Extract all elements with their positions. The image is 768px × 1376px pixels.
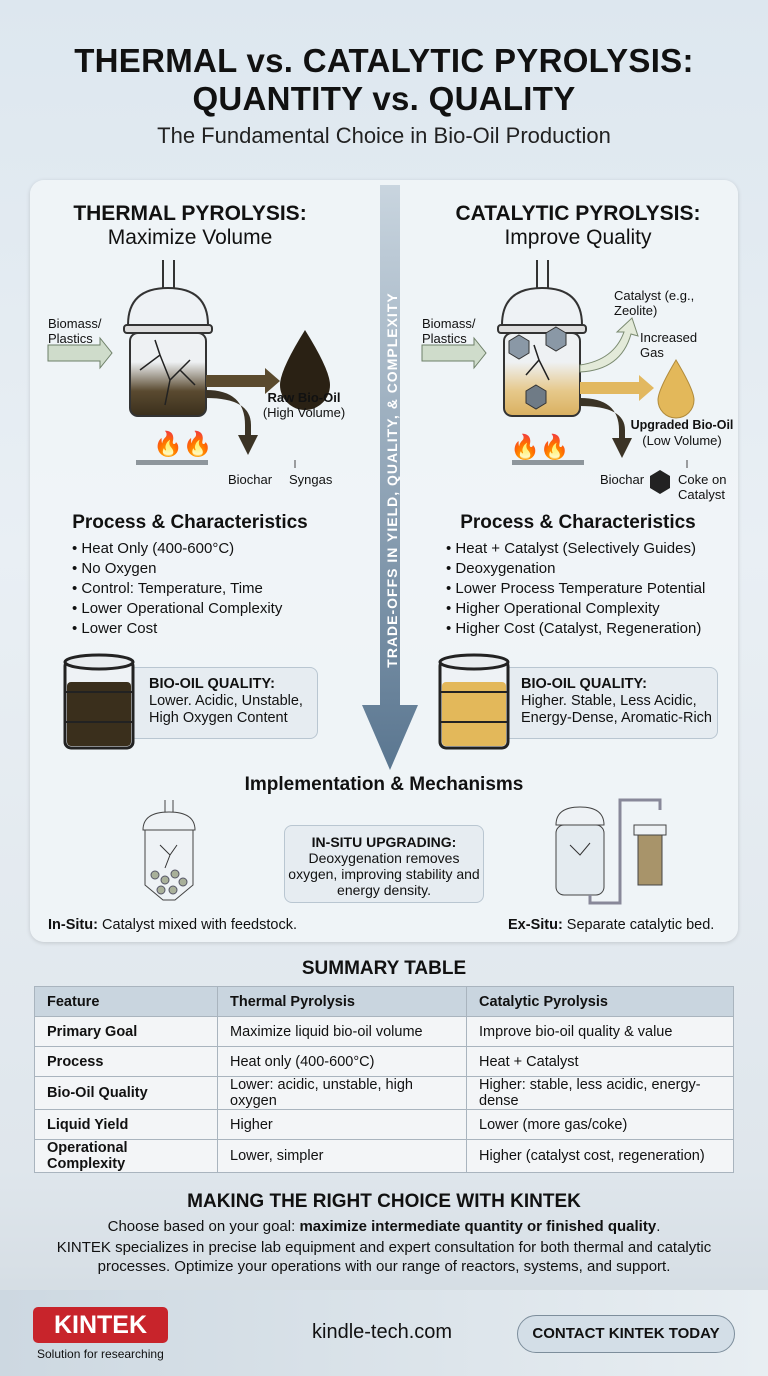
upgraded-bio-oil-label: Upgraded Bio-Oil [630,418,734,432]
box-title: IN-SITU UPGRADING: [311,834,457,850]
cell: Improve bio-oil quality & value [466,1016,734,1047]
column-header: Feature [34,986,218,1017]
raw-bio-oil-sub: (High Volume) [262,405,346,420]
title-line-2: QUANTITY vs. QUALITY [192,80,576,117]
thermal-quality-box: BIO-OIL QUALITY: Lower. Acidic, Unstable… [128,667,318,739]
cta-paragraph: KINTEK specializes in precise lab equipm… [56,1239,712,1275]
thermal-biochar-label: Biochar [228,472,273,487]
cta-end: . [656,1218,661,1235]
cell: Lower, simpler [217,1139,467,1173]
golden-oil-barrel-icon [438,653,510,750]
quality-text: Higher. Stable, Less Acidic, Energy-Dens… [521,693,712,726]
bullet: Heat Only (400-600°C) [72,539,282,559]
raw-bio-oil-label: Raw Bio-Oil [267,390,341,405]
cell: Higher [217,1109,467,1140]
thermal-bullets: Heat Only (400-600°C) No Oxygen Control:… [72,539,282,639]
catalyst-label: Catalyst (e.g., Zeolite) [614,288,695,318]
cell: Process [34,1046,218,1077]
bullet: Lower Operational Complexity [72,599,282,619]
cell: Higher (catalyst cost, regeneration) [466,1139,734,1173]
bullet: No Oxygen [72,559,282,579]
svg-text:🔥🔥: 🔥🔥 [153,430,213,458]
dark-oil-barrel-icon [63,653,135,750]
column-header: Catalytic Pyrolysis [466,986,734,1017]
cta-plain: Choose based on your goal: [107,1218,300,1235]
thermal-input-label: Biomass/ Plastics [48,316,102,346]
kintek-logo: KINTEK [33,1307,168,1343]
ex-situ-caption: Ex-Situ: Separate catalytic bed. [508,917,714,933]
cell: Liquid Yield [34,1109,218,1140]
in-situ-bold: In-Situ: [48,917,98,933]
catalytic-input-label: Biomass/ Plastics [422,316,476,346]
subtitle: The Fundamental Choice in Bio-Oil Produc… [157,123,611,148]
ex-situ-text: Separate catalytic bed. [562,917,715,933]
in-situ-reactor-icon [142,800,196,901]
bullet: Control: Temperature, Time [72,579,282,599]
contact-button[interactable]: CONTACT KINTEK TODAY [517,1315,735,1353]
bullet: Higher Operational Complexity [446,599,705,619]
in-situ-caption: In-Situ: Catalyst mixed with feedstock. [48,917,297,933]
website-link[interactable]: kindle-tech.com [312,1321,453,1343]
thermal-title: THERMAL PYROLYSIS: [73,202,307,225]
cta-line-1: Choose based on your goal: maximize inte… [0,1218,768,1235]
cell: Bio-Oil Quality [34,1076,218,1110]
column-header: Thermal Pyrolysis [217,986,467,1017]
increased-gas-label: Increased Gas [640,330,698,360]
title-line-1: THERMAL vs. CATALYTIC PYROLYSIS: [74,42,694,79]
ex-situ-reactor-icon [555,798,667,905]
implementation-heading: Implementation & Mechanisms [244,774,524,795]
cell: Heat + Catalyst [466,1046,734,1077]
cta-heading: MAKING THE RIGHT CHOICE WITH KINTEK [187,1191,581,1212]
cell: Maximize liquid bio-oil volume [217,1016,467,1047]
cell: Lower (more gas/coke) [466,1109,734,1140]
quality-title: BIO-OIL QUALITY: [521,676,647,692]
bullet: Lower Cost [72,619,282,639]
catalytic-reactor-diagram: 🔥🔥 [421,260,695,494]
cta-bold: maximize intermediate quantity or finish… [299,1218,657,1235]
trade-off-label: TRADE-OFFS IN YIELD, QUALITY, & COMPLEXI… [384,292,400,668]
logo-tagline: Solution for researching [37,1347,164,1361]
bullet: Lower Process Temperature Potential [446,579,705,599]
syngas-label: Syngas [289,472,333,487]
catalytic-biochar-label: Biochar [600,472,645,487]
summary-heading: SUMMARY TABLE [301,958,467,979]
bullet: Deoxygenation [446,559,705,579]
in-situ-text: Catalyst mixed with feedstock. [97,917,297,933]
bullet: Heat + Catalyst (Selectively Guides) [446,539,705,559]
box-text: Deoxygenation removes oxygen, improving … [288,850,480,898]
trade-off-arrow-icon [362,185,418,770]
thermal-reactor-diagram: 🔥🔥 [47,260,330,468]
quality-title: BIO-OIL QUALITY: [149,676,275,692]
catalytic-bullets: Heat + Catalyst (Selectively Guides) Deo… [446,539,705,639]
cell: Primary Goal [34,1016,218,1047]
cell: Operational Complexity [34,1139,218,1173]
upgraded-bio-oil-sub: (Low Volume) [642,433,722,448]
thermal-process-heading: Process & Characteristics [72,512,308,533]
coke-label: Coke on Catalyst [678,472,727,502]
in-situ-upgrading-box: IN-SITU UPGRADING: Deoxygenation removes… [284,825,484,903]
cell: Higher: stable, less acidic, energy-dens… [466,1076,734,1110]
quality-text: Lower. Acidic, Unstable, High Oxygen Con… [149,693,303,726]
thermal-subtitle: Maximize Volume [107,226,273,249]
catalytic-title: CATALYTIC PYROLYSIS: [455,202,701,225]
catalytic-quality-box: BIO-OIL QUALITY: Higher. Stable, Less Ac… [500,667,718,739]
ex-situ-bold: Ex-Situ: [508,917,563,933]
svg-text:🔥🔥: 🔥🔥 [510,433,570,461]
catalytic-subtitle: Improve Quality [504,226,652,249]
cell: Lower: acidic, unstable, high oxygen [217,1076,467,1110]
catalytic-process-heading: Process & Characteristics [460,512,696,533]
bullet: Higher Cost (Catalyst, Regeneration) [446,619,705,639]
cell: Heat only (400-600°C) [217,1046,467,1077]
